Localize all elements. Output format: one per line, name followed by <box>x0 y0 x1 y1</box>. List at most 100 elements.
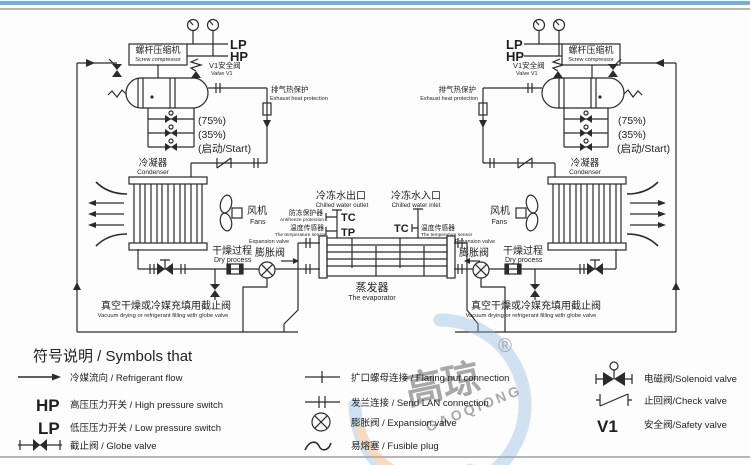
solenoid-valve-icon <box>580 124 592 137</box>
bottom-gray-line <box>0 456 750 458</box>
left-dry-label: 干燥过程 <box>212 244 252 257</box>
right-condenser <box>547 176 627 251</box>
right-airflow-arrows <box>626 181 666 247</box>
chilled-water-pipes <box>325 208 423 238</box>
lp-pressure-gauge-icon <box>532 18 546 32</box>
right-compressor-label: 螺杆压缩机 <box>568 44 613 55</box>
fusible-plug-icon <box>304 441 332 451</box>
left-discharge-flange-icon <box>215 83 221 93</box>
chilled-water-outlet-label: 冷冻水出口 <box>316 189 366 202</box>
left-suction-valve-icon <box>108 58 122 77</box>
right-start-label: (启动/Start) <box>617 142 670 155</box>
right-dry-label: 干燥过程 <box>503 244 543 257</box>
left-compressor-label: 螺杆压缩机 <box>135 44 180 55</box>
legend-refrigerant-flow-label: 冷媒流向 / Refrigerant flow <box>70 372 183 384</box>
legend-globe-valve-label: 截止阀 / Globe valve <box>70 440 157 452</box>
left-35pct-label: (35%) <box>198 129 226 141</box>
left-safety-valve-v1-icon <box>189 58 204 78</box>
legend-flange-label: 发兰连接 / Send LAN connection <box>351 397 489 409</box>
left-capacity-solenoid-valves <box>165 110 177 151</box>
left-vacuum-label: 真空干燥或冷媒充填用截止阀 <box>101 299 231 312</box>
right-safety-valve-v1-icon <box>551 58 566 78</box>
left-start-label: (启动/Start) <box>198 142 251 155</box>
left-flow-arrow-right <box>281 258 299 264</box>
tc-sensor-label: TC <box>341 212 356 224</box>
chilled-water-outlet-label-en: Chilled water outlet <box>316 202 369 209</box>
left-compressor-label-box <box>128 43 188 66</box>
right-expansion-valve-icon <box>472 261 490 279</box>
tc-right-sensor-label: TC <box>394 223 409 235</box>
legend-lp-symbol: LP <box>38 419 60 438</box>
right-up-flow-arrow <box>672 282 680 290</box>
left-exhaust-label: 排气热保护 <box>271 84 309 94</box>
right-discharge-filter-icon <box>478 102 488 116</box>
solenoid-valve-icon <box>165 138 177 151</box>
check-valve-icon <box>596 393 632 407</box>
left-compressor-label-en: Screw compressor <box>135 57 181 63</box>
legend-hp-label: 高压压力开关 / High pressure switch <box>70 399 223 411</box>
left-condenser <box>128 176 208 251</box>
left-up-flow-arrow <box>73 282 81 290</box>
globe-valve-icon <box>18 439 62 451</box>
legend-expansion-valve-label: 膨胀阀 / Expansion valve <box>351 417 457 429</box>
legend-safety-valve-label: 安全阀/Safety valve <box>644 419 727 431</box>
left-down-flow-arrow <box>263 120 271 128</box>
left-charging-globe-valve-icon <box>210 284 220 300</box>
antifreeze-label-en: Antifreeze protection <box>280 217 324 223</box>
left-circuit: 螺杆压缩机 Screw compressor LP HP V1安全阀 Valve… <box>73 18 328 333</box>
right-dry-label-en: Dry process <box>505 257 543 264</box>
left-fans-label-en: Fans <box>250 219 266 226</box>
right-globe-valve-icon <box>579 259 603 275</box>
right-temp-sensor-label: 温度传感器 <box>421 223 455 232</box>
legend: 符号说明 / Symbols that 冷媒流向 / Refrigerant f… <box>18 348 737 452</box>
right-lp-label: LP <box>506 37 523 52</box>
right-check-valve-icon <box>517 157 533 169</box>
right-condenser-label: 冷凝器 <box>571 157 600 169</box>
left-ev-label: 膨胀阀 <box>255 246 285 259</box>
left-globe-valve-icon <box>149 259 186 275</box>
right-charging-globe-valve-icon <box>530 284 540 300</box>
antifreeze-label: 防冻保护器 <box>289 208 323 217</box>
right-fans-label: 风机 <box>490 204 510 217</box>
right-exhaust-label-en: Exhaust heat protection <box>420 96 478 102</box>
left-exhaust-label-en: Exhaust heat protection <box>270 96 328 102</box>
right-flange-icon <box>489 158 495 168</box>
right-circuit: 螺杆压缩机 Screw compressor LP HP V1安全阀 Valve… <box>420 18 680 333</box>
right-compressor-label-box <box>561 43 621 66</box>
left-temp-sensor-label: 温度传感器 <box>290 223 324 232</box>
left-filter-drier-icon <box>226 263 244 275</box>
evaporator: 冷冻水出口 Chilled water outlet 冷冻水入口 Chilled… <box>275 189 473 302</box>
right-down-flow-arrow <box>479 120 487 128</box>
right-fan-icon <box>515 194 539 232</box>
flange-connection-icon <box>305 396 340 408</box>
right-vacuum-label: 真空干燥或冷媒充填用截止阀 <box>471 299 601 312</box>
watermark-registered-mark: ® <box>498 336 512 357</box>
right-hp-label: HP <box>506 49 524 64</box>
tp-sensor-label: TP <box>341 227 355 239</box>
left-fans-label: 风机 <box>247 204 267 217</box>
right-screw-compressor <box>541 77 643 109</box>
left-lp-label: LP <box>230 37 247 52</box>
legend-title: 符号说明 / Symbols that <box>33 348 193 365</box>
solenoid-valve-icon <box>595 361 633 386</box>
lp-pressure-gauge-icon <box>186 18 200 32</box>
right-filter-drier-icon <box>504 263 522 275</box>
right-temp-sensor-label-en: The temperature sensor <box>421 232 473 238</box>
evaporator-label: 蒸发器 <box>356 280 389 294</box>
right-exhaust-label: 排气热保护 <box>439 84 477 94</box>
right-ev-label: 膨胀阀 <box>459 246 489 259</box>
expansion-valve-icon <box>311 412 331 432</box>
left-fan-icon <box>219 194 243 232</box>
hp-pressure-gauge-icon <box>552 18 566 32</box>
left-discharge-filter-icon <box>262 102 272 116</box>
right-valve-v1-label: V1安全阀 <box>513 60 545 70</box>
right-suction-flow-arrow <box>655 59 664 67</box>
left-suction-flow-arrow <box>86 59 95 67</box>
left-valve-v1-label: V1安全阀 <box>209 60 241 70</box>
left-temp-sensor-label-en: The temperature sensor <box>275 232 327 238</box>
left-expansion-valve-icon <box>258 261 276 279</box>
chilled-water-inlet-label-en: Chilled water inlet <box>392 202 441 209</box>
right-ev-label-en: Expansion valve <box>455 239 495 245</box>
